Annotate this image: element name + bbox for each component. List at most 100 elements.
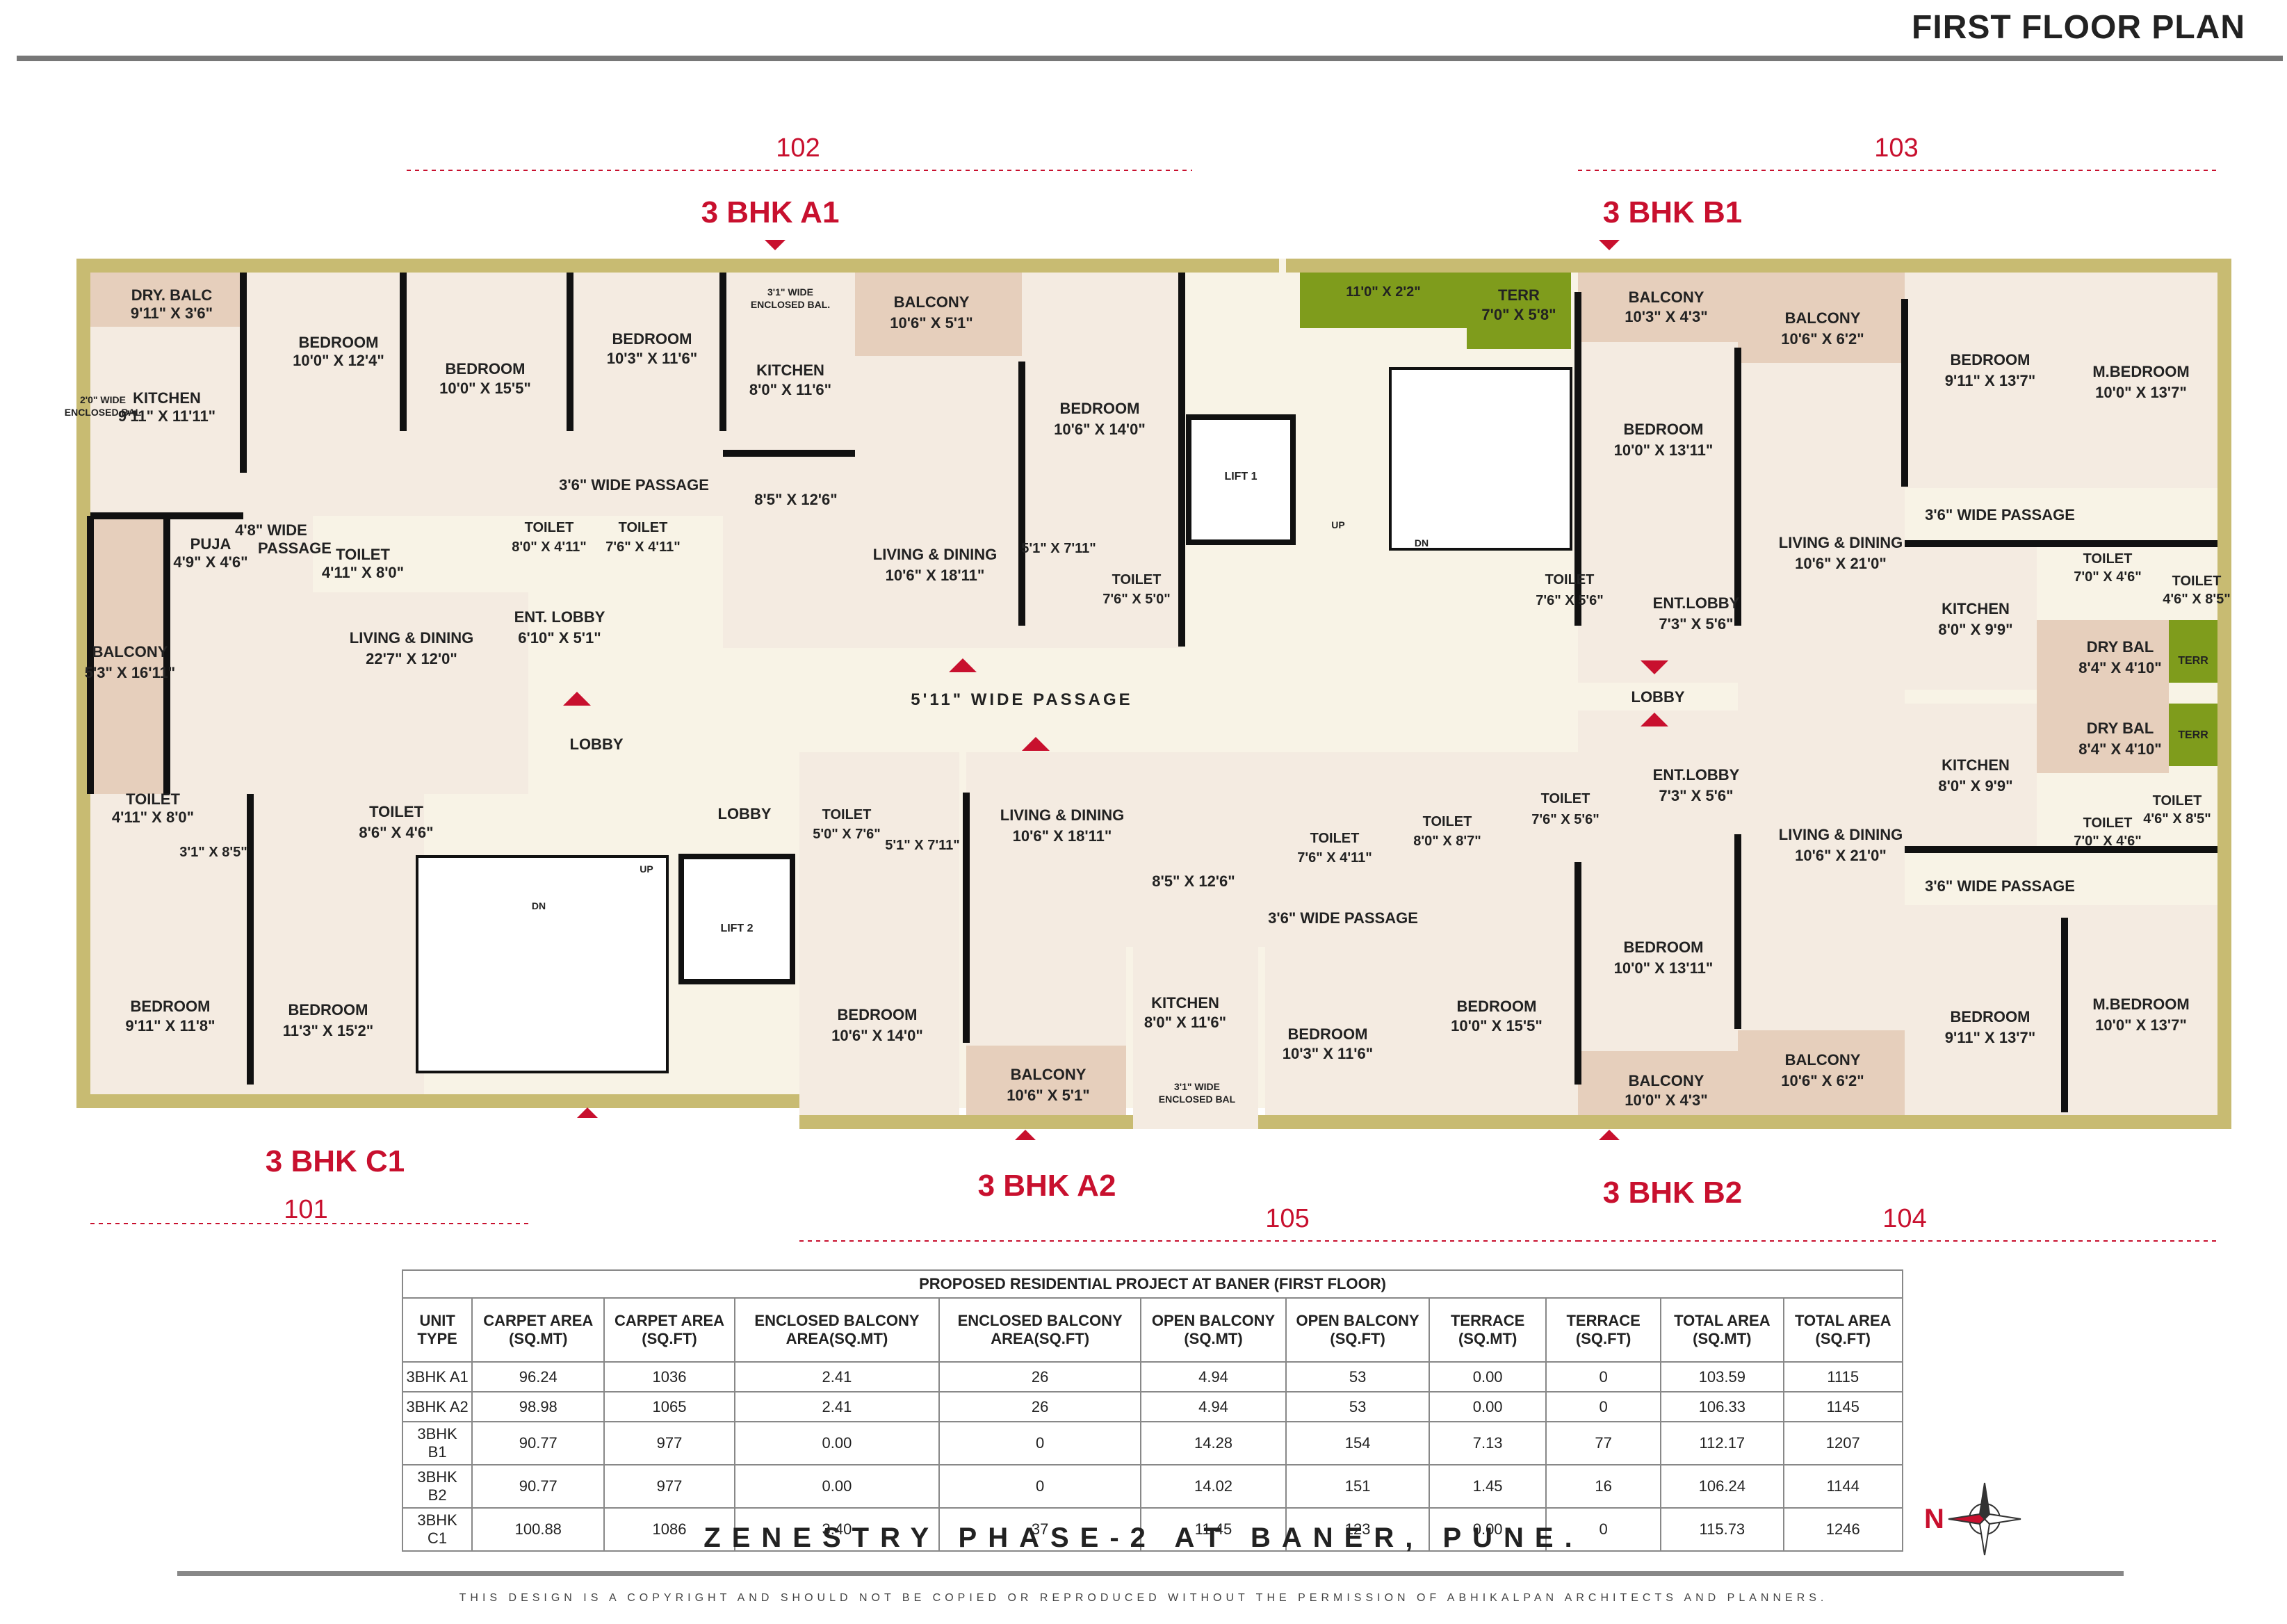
room-label: TOILET [336, 546, 390, 563]
stair-label: DN [1415, 537, 1429, 549]
room-label: TOILET [126, 790, 180, 808]
copyright-notice: THIS DESIGN IS A COPYRIGHT AND SHOULD NO… [459, 1592, 1828, 1604]
footer-rule [177, 1571, 2124, 1576]
unit-labels: 102 3 BHK A1 103 3 BHK B1 3 BHK C1 101 3… [266, 133, 1927, 1233]
svg-text:TERR: TERR [2178, 729, 2208, 741]
room-size: 8'5" X 12'6" [754, 491, 837, 508]
room-size: 10'6" X 21'0" [1795, 847, 1887, 864]
room-label: KITCHEN [1942, 756, 2010, 774]
table-cell: 2.41 [733, 1361, 941, 1392]
room-size: 8'0" X 8'7" [1413, 834, 1481, 849]
unit-type-c1: 3 BHK C1 [266, 1144, 405, 1178]
table-cell: 103.59 [1660, 1361, 1784, 1392]
passage-label: 5'11" WIDE PASSAGE [911, 690, 1132, 709]
table-header: TOTAL AREA (SQ.FT) [1782, 1297, 1903, 1363]
room-label: LIVING & DINING [1779, 534, 1903, 551]
room-size: 5'3" X 16'11" [85, 664, 175, 681]
room-label: DRY BAL [2087, 638, 2154, 656]
room-size: 9'11" X 13'7" [1945, 1029, 2035, 1046]
table-cell: 1065 [603, 1391, 735, 1422]
table-header: TERRACE (SQ.FT) [1545, 1297, 1662, 1363]
table-cell: 0 [1545, 1361, 1662, 1392]
room-size: 4'6" X 8'5" [2163, 592, 2230, 607]
room-label: DRY. BALC [131, 286, 213, 304]
table-cell: 4.94 [1140, 1391, 1287, 1422]
lobby-label: LOBBY [1631, 688, 1685, 706]
room-size: 11'0" X 2'2" [1346, 284, 1420, 300]
room-size: 5'0" X 7'6" [813, 827, 880, 842]
room-size: 11'3" X 15'2" [283, 1022, 373, 1039]
table-cell: 2.41 [733, 1391, 941, 1422]
table-header: CARPET AREA (SQ.MT) [471, 1297, 605, 1363]
table-cell: 53 [1285, 1361, 1431, 1392]
room-label: BEDROOM [1951, 1008, 2030, 1025]
room-label: BEDROOM [1951, 351, 2030, 368]
room-size: 9'11" X 11'8" [125, 1017, 215, 1034]
room-label: TOILET [2083, 815, 2133, 831]
room-size: 10'0" X 15'5" [439, 380, 531, 397]
svg-text:11'0" X 2'2": 11'0" X 2'2" [1346, 284, 1420, 300]
unit-number-103: 103 [1874, 133, 1918, 163]
room-size: 5'1" X 7'11" [885, 838, 959, 853]
room-size: 10'6" X 18'11" [886, 567, 985, 584]
room-label: 3'6" WIDE PASSAGE [1925, 506, 2075, 523]
room-label: BEDROOM [1457, 998, 1537, 1015]
table-header: OPEN BALCONY (SQ.MT) [1140, 1297, 1287, 1363]
room-label: BALCONY [1011, 1066, 1086, 1083]
title-rule [17, 56, 2283, 61]
room-label: 3'6" WIDE PASSAGE [1268, 909, 1418, 927]
room-label: BEDROOM [288, 1001, 368, 1018]
table-cell: 3BHK B1 [401, 1421, 473, 1465]
svg-text:5'11" WIDE PASSAGE: 5'11" WIDE PASSAGE [911, 690, 1132, 709]
table-cell: 26 [938, 1361, 1142, 1392]
room-size: 10'3" X 11'6" [1283, 1045, 1373, 1062]
table-cell: 0 [1545, 1507, 1662, 1552]
compass-rose-icon [1948, 1482, 2021, 1556]
room-size: 7'6" X 4'11" [605, 539, 680, 555]
room-size: 10'6" X 18'11" [1013, 827, 1112, 845]
room-label: TOILET [822, 807, 872, 822]
room-label: BALCONY [1785, 309, 1861, 327]
table-cell: 14.02 [1140, 1464, 1287, 1509]
room-label: ENCLOSED BAL [65, 407, 142, 418]
room-label: TOILET [2172, 574, 2222, 589]
room-label: TOILET [1545, 572, 1595, 587]
room-label: TOILET [2153, 793, 2202, 809]
room-size: 9'11" X 3'6" [131, 304, 213, 322]
table-header: TOTAL AREA (SQ.MT) [1660, 1297, 1784, 1363]
room-size: 7'0" X 5'8" [1481, 306, 1556, 323]
room-fills [90, 273, 2217, 1129]
table-cell: 0.00 [1429, 1391, 1547, 1422]
table-cell: 0.00 [733, 1464, 941, 1509]
room-label: TOILET [525, 520, 574, 535]
room-label: TOILET [2083, 551, 2133, 567]
room-size: 8'4" X 4'10" [2078, 659, 2161, 676]
table-cell: 3.40 [733, 1507, 941, 1552]
table-cell: 98.98 [471, 1391, 605, 1422]
table-cell: 0.00 [1429, 1361, 1547, 1392]
room-label: LIVING & DINING [1779, 826, 1903, 843]
unit-type-b1: 3 BHK B1 [1603, 195, 1743, 229]
room-size: 8'0" X 11'6" [749, 381, 831, 398]
